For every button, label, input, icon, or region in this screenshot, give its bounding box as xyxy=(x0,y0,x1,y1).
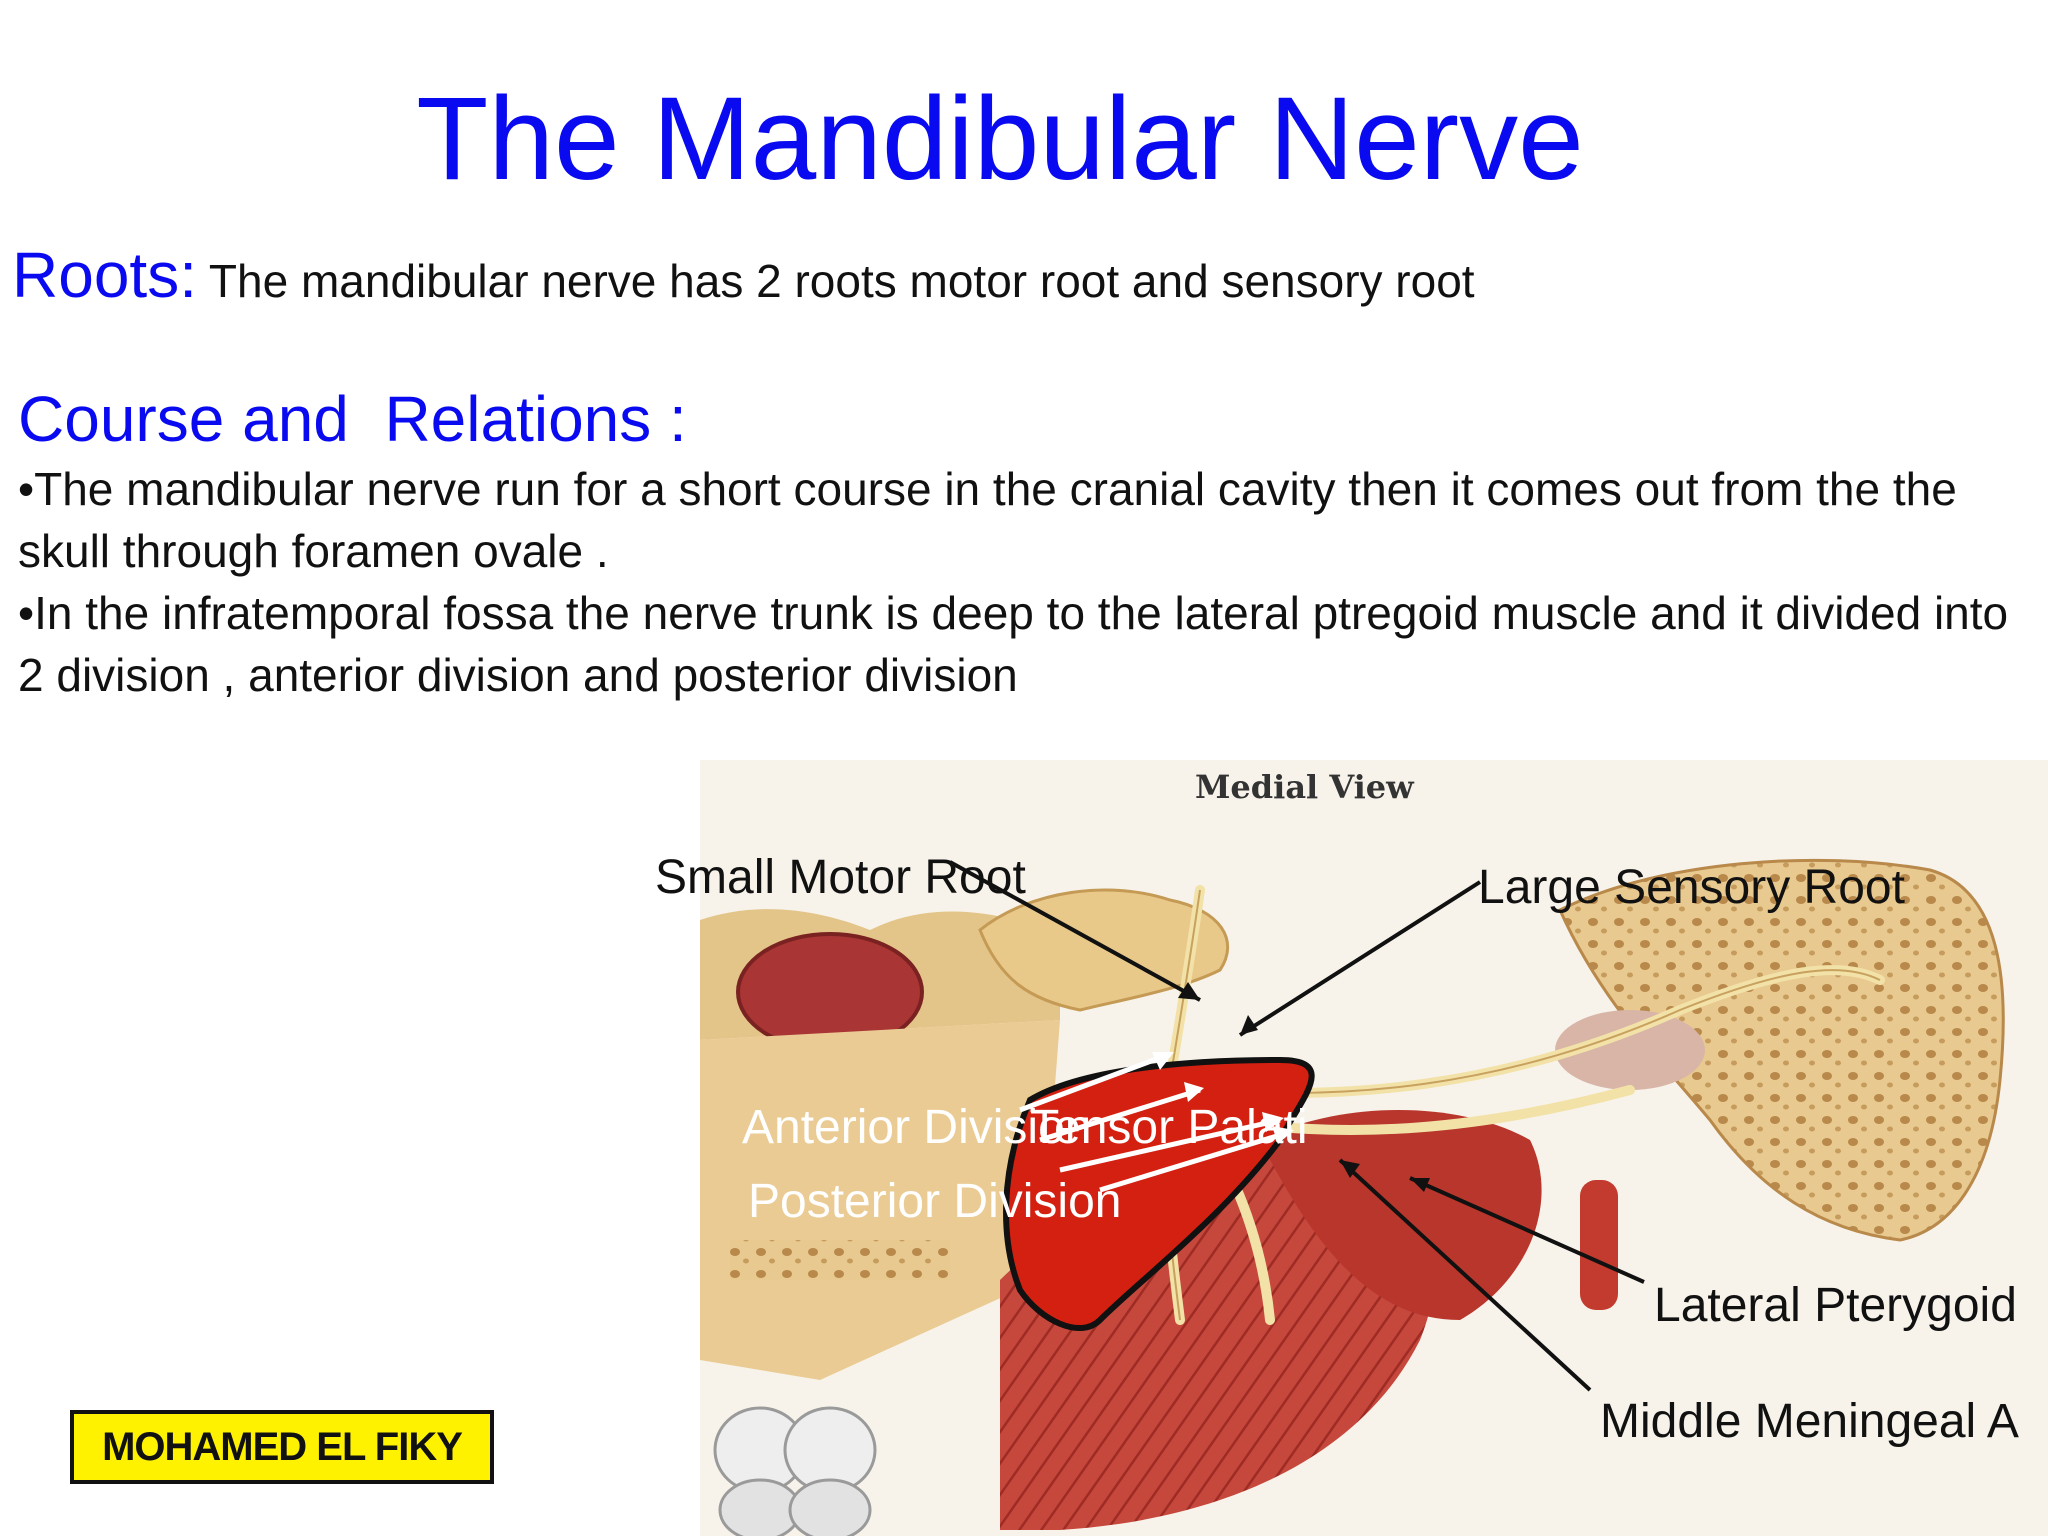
course-heading: Course and Relations : xyxy=(18,383,687,455)
pointer-lines xyxy=(949,860,1645,1392)
label-lateral-pterygoid: Lateral Pterygoid xyxy=(1654,1279,2017,1332)
roots-label: Roots: xyxy=(12,239,197,311)
artery-segment xyxy=(1580,1180,1618,1310)
label-tensor-palati: Tensor Palati xyxy=(1030,1101,1308,1154)
course-bullets: •The mandibular nerve run for a short co… xyxy=(18,458,2028,706)
roots-line: Roots: The mandibular nerve has 2 roots … xyxy=(12,238,1475,312)
roots-text: The mandibular nerve has 2 roots motor r… xyxy=(196,255,1475,307)
bullet-item: •The mandibular nerve run for a short co… xyxy=(18,463,1957,577)
temporal-bone xyxy=(1558,858,2005,1242)
label-large-sensory-root: Large Sensory Root xyxy=(1478,861,1905,914)
anatomy-illustration xyxy=(700,760,2048,1536)
label-middle-meningeal: Middle Meningeal A xyxy=(1600,1395,2019,1448)
bullet-item: •In the infratemporal fossa the nerve tr… xyxy=(18,587,2009,701)
ear-cavity xyxy=(1555,1010,1705,1090)
anatomy-figure xyxy=(700,760,2048,1536)
label-posterior-division: Posterior Division xyxy=(748,1175,1122,1228)
palate-bone xyxy=(730,1240,950,1280)
label-small-motor-root: Small Motor Root xyxy=(655,851,1026,904)
label-anterior-division: Anterior Division xyxy=(742,1101,1092,1154)
teeth xyxy=(713,1406,877,1536)
author-badge: MOHAMED EL FIKY xyxy=(70,1410,494,1484)
medial-view-label: Medial View xyxy=(1195,768,1414,806)
maxilla xyxy=(700,1020,1060,1380)
slide-title: The Mandibular Nerve xyxy=(416,73,1584,205)
pointer-arrowheads xyxy=(1178,982,1430,1192)
white-arrowheads xyxy=(1152,1052,1294,1144)
white-arrows xyxy=(1019,1051,1291,1193)
